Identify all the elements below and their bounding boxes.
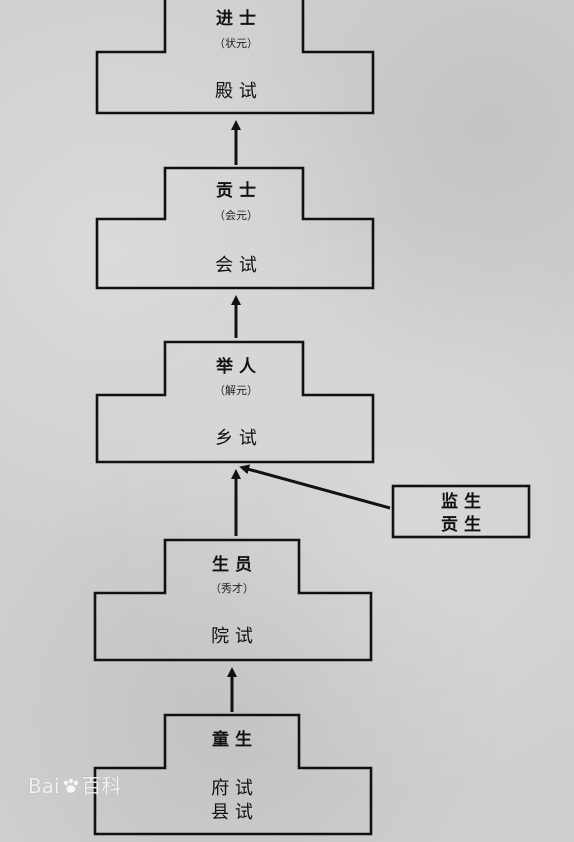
stage-tongsheng: 童 生 府 试 县 试 — [93, 713, 373, 836]
stage-juren-box — [95, 340, 375, 464]
stage-juren-title: 举 人 — [215, 356, 257, 377]
side-entry-line1: 监 生 — [441, 491, 481, 512]
stage-jinshi: 进 士 （状元） 殿 试 — [95, 0, 375, 115]
stage-gongshi-title: 贡 士 — [216, 180, 256, 201]
stage-juren-subtitle: （解元） — [214, 383, 258, 397]
side-entry-box — [391, 484, 531, 539]
stage-jinshi-box — [95, 0, 375, 115]
arrow-jiansheng-to-juren — [239, 464, 391, 510]
stage-shengyuan: 生 员 （秀才） 院 试 — [93, 538, 373, 662]
stage-juren-exam: 乡 试 — [215, 428, 257, 449]
stage-gongshi-subtitle: （会元） — [214, 209, 258, 222]
stage-jinshi-title: 进 士 — [216, 8, 256, 29]
stage-tongsheng-exam-2: 县 试 — [211, 802, 253, 823]
stage-tongsheng-title: 童 生 — [212, 729, 252, 750]
stage-shengyuan-exam: 院 试 — [211, 626, 253, 647]
stage-shengyuan-subtitle: （秀才） — [210, 581, 254, 595]
stage-shengyuan-box — [93, 538, 373, 662]
stage-gongshi: 贡 士 （会元） 会 试 — [95, 166, 375, 290]
watermark-brand-left: Bai — [28, 774, 60, 798]
stage-shengyuan-title: 生 员 — [212, 554, 252, 575]
paw-logo-icon — [62, 775, 80, 793]
stage-tongsheng-box — [93, 713, 373, 836]
stage-gongshi-box — [95, 166, 375, 290]
stage-gongshi-exam: 会 试 — [215, 255, 257, 276]
watermark: Bai 百科 — [28, 770, 122, 799]
stage-juren: 举 人 （解元） 乡 试 — [95, 340, 375, 464]
side-entry-box-group: 监 生 贡 生 — [391, 484, 531, 539]
stage-tongsheng-exam-1: 府 试 — [211, 778, 253, 799]
side-entry-line2: 贡 生 — [441, 514, 481, 535]
stage-jinshi-exam: 殿 试 — [215, 81, 257, 102]
watermark-brand-right: 百科 — [81, 774, 122, 798]
stage-jinshi-subtitle: （状元） — [214, 36, 258, 50]
